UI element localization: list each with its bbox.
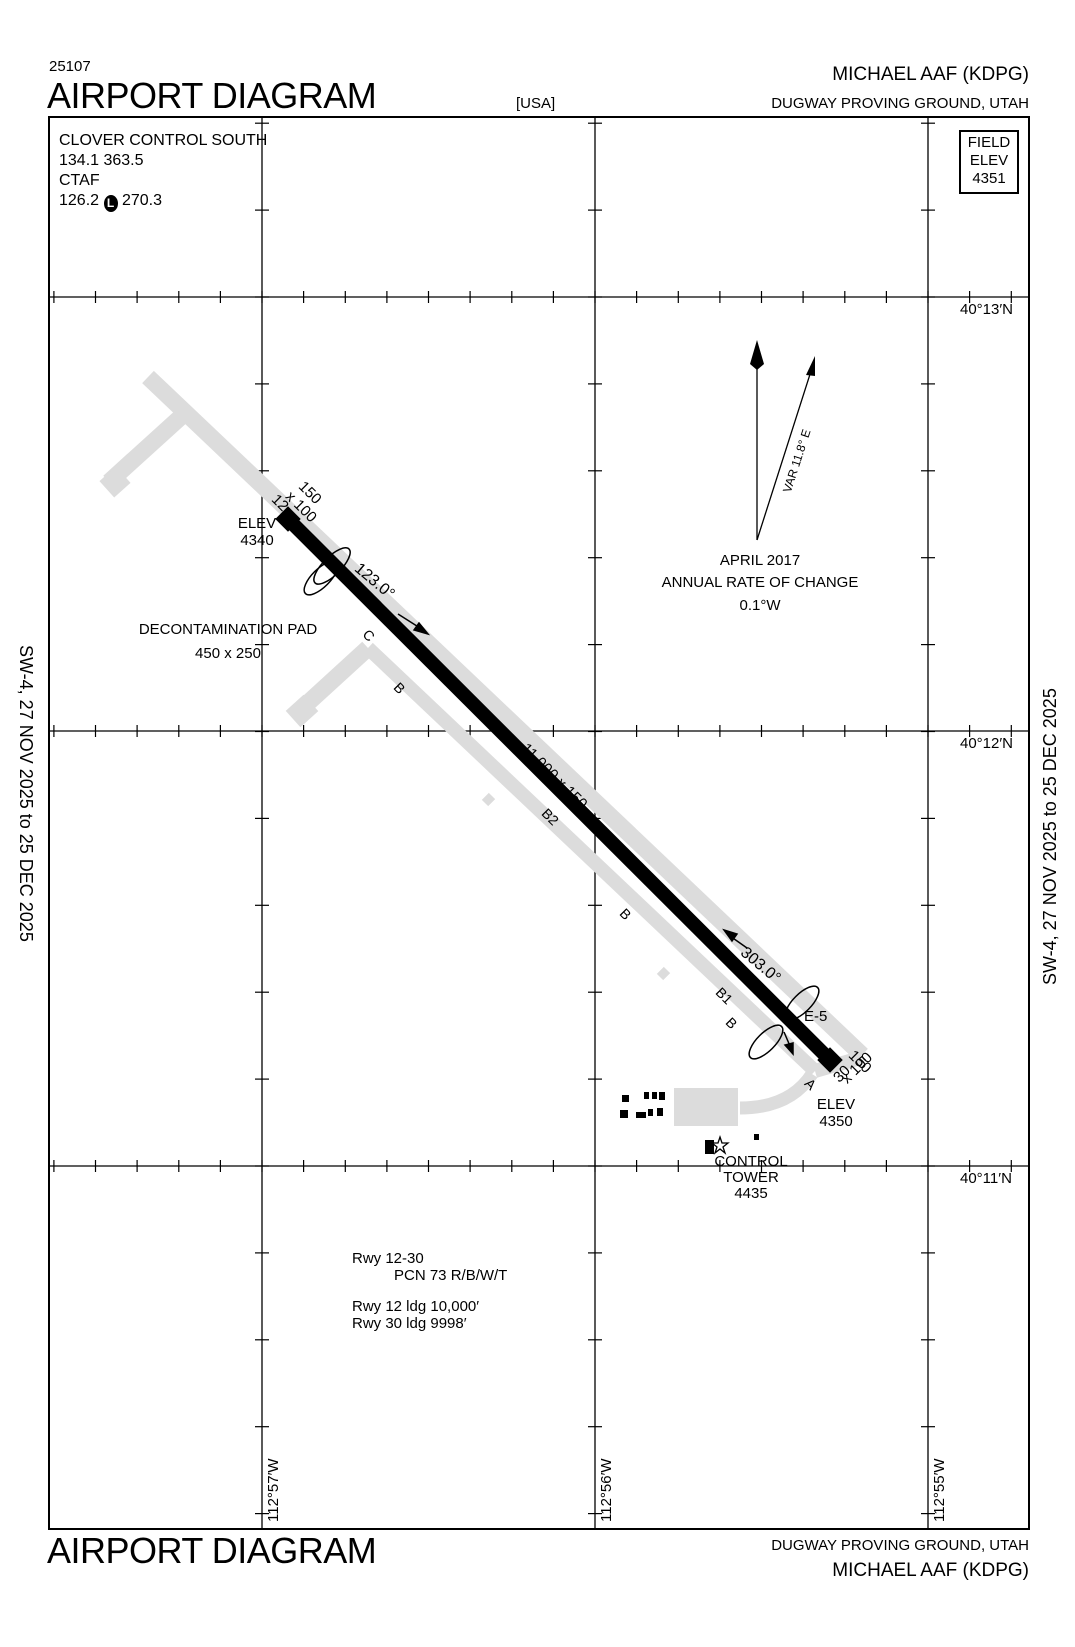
heading-arrow-303 — [722, 928, 748, 949]
tower-line-2: TOWER — [723, 1169, 779, 1186]
heading-arrow-123 — [397, 613, 431, 636]
tower-line-1: CONTROL — [714, 1153, 788, 1170]
longitude-label-2: 112°56′W — [598, 1458, 615, 1522]
taxiway-c-end-pad — [99, 466, 131, 498]
runway-12-elev-value: 4340 — [240, 532, 274, 549]
chart-id: 25107 — [49, 58, 91, 75]
annual-rate-label: ANNUAL RATE OF CHANGE — [661, 574, 859, 591]
footer-airport-name: MICHAEL AAF (KDPG) — [832, 1560, 1029, 1581]
runway-30-elev-label: ELEV — [816, 1096, 856, 1113]
buildings — [620, 1092, 759, 1154]
taxiway-e5-label: E-5 — [804, 1008, 828, 1025]
footer-title: AIRPORT DIAGRAM — [47, 1530, 377, 1571]
runway-12-30 — [283, 514, 835, 1065]
decon-pad-shape — [285, 694, 319, 728]
airport-name: MICHAEL AAF (KDPG) — [832, 64, 1029, 85]
longitude-label-3: 112°55′W — [931, 1458, 948, 1522]
decon-pad-size: 450 x 250 — [195, 645, 261, 662]
runway-12-elev-label: ELEV — [237, 515, 277, 532]
longitude-label-1: 112°57′W — [265, 1458, 282, 1522]
latitude-label-1: 40°13′N — [960, 301, 1014, 318]
decontamination-pad-label: DECONTAMINATION PAD 450 x 250 — [118, 618, 338, 666]
airport-location: DUGWAY PROVING GROUND, UTAH — [771, 95, 1029, 112]
ctaf-l-icon: L — [103, 195, 118, 212]
latitude-label-2: 40°12′N — [960, 735, 1014, 752]
field-elev-value: 4351 — [972, 170, 1006, 187]
control-tower-icon — [710, 1134, 730, 1155]
magnetic-north-arrow — [756, 356, 815, 541]
runway-30-elevation: ELEV 4350 — [813, 1096, 859, 1130]
apron — [674, 1088, 738, 1126]
remark-pcn: PCN 73 R/B/W/T — [394, 1267, 508, 1284]
arrow-e5 — [783, 1031, 794, 1056]
page-title: AIRPORT DIAGRAM — [47, 75, 377, 116]
remark-rwy: Rwy 12-30 — [352, 1250, 424, 1267]
comms-line-4: 126.2 L 270.3 — [59, 191, 267, 212]
runway-12-elevation: ELEV 4340 — [234, 515, 280, 549]
effective-dates-right: SW-4, 27 NOV 2025 to 25 DEC 2025 — [1040, 688, 1060, 985]
annual-rate-value: 0.1°W — [739, 597, 781, 614]
comms-block: CLOVER CONTROL SOUTH 134.1 363.5 CTAF 12… — [59, 131, 267, 212]
tower-elevation: 4435 — [734, 1185, 768, 1202]
diagram-frame — [48, 116, 1030, 1530]
lat-lon-grid — [48, 116, 1030, 1530]
control-tower-label: CONTROL TOWER 4435 — [706, 1154, 796, 1202]
variation-date: APRIL 2017 — [719, 552, 801, 569]
runway-remarks: Rwy 12-30 PCN 73 R/B/W/T Rwy 12 ldg 10,0… — [352, 1250, 507, 1332]
true-north-arrow — [750, 340, 764, 540]
ctaf-freq-2: 270.3 — [121, 192, 162, 209]
decon-pad-name: DECONTAMINATION PAD — [138, 621, 318, 638]
footer-location: DUGWAY PROVING GROUND, UTAH — [771, 1537, 1029, 1554]
field-elev-label-1: FIELD — [967, 134, 1011, 151]
comms-line-2: 134.1 363.5 — [59, 152, 144, 169]
ctaf-freq-1: 126.2 — [59, 192, 100, 209]
comms-line-1: CLOVER CONTROL SOUTH — [59, 132, 268, 149]
taxiway-network — [103, 370, 868, 1115]
latitude-label-3: 40°11′N — [960, 1170, 1012, 1187]
field-elevation-box: FIELD ELEV 4351 — [959, 130, 1019, 194]
comms-line-3: CTAF — [59, 172, 100, 189]
country-label: [USA] — [516, 95, 556, 112]
remark-rwy12-ldg: Rwy 12 ldg 10,000′ — [352, 1298, 480, 1315]
runway-12-threshold — [275, 506, 301, 532]
effective-dates-left: SW-4, 27 NOV 2025 to 25 DEC 2025 — [16, 645, 36, 942]
runway-30-elev-value: 4350 — [819, 1113, 853, 1130]
propeller-symbol-30 — [748, 985, 820, 1060]
propeller-symbol-12 — [303, 547, 351, 596]
remark-rwy30-ldg: Rwy 30 ldg 9998′ — [352, 1315, 467, 1332]
field-elev-label-2: ELEV — [969, 152, 1009, 169]
grid-ticks — [53, 122, 1012, 1515]
